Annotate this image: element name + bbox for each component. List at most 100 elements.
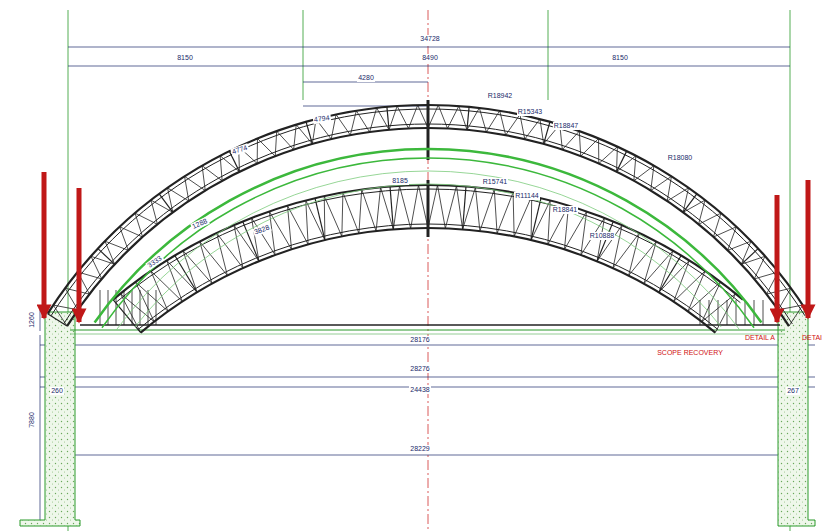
- truss-member: [257, 138, 258, 163]
- truss-member: [438, 185, 446, 228]
- chord-arc: [141, 228, 716, 333]
- truss-member: [343, 192, 359, 233]
- truss-member: [581, 138, 599, 156]
- truss-member: [370, 108, 377, 132]
- truss-member: [315, 198, 325, 240]
- truss-member: [479, 108, 486, 132]
- truss-member: [120, 227, 143, 237]
- truss-member: [778, 305, 803, 310]
- truss-member: [659, 260, 689, 292]
- truss-member: [651, 176, 672, 190]
- dimension-label: 28229: [409, 445, 430, 453]
- truss-member: [418, 105, 428, 128]
- truss-member: [362, 190, 376, 232]
- truss-member: [159, 194, 173, 212]
- dimension-label: 267: [786, 387, 800, 395]
- truss-member: [741, 249, 758, 265]
- truss-member: [629, 241, 657, 275]
- radius-label: R15343: [517, 108, 544, 116]
- truss-member: [598, 138, 599, 163]
- truss-member: [342, 192, 343, 236]
- truss-member: [389, 106, 397, 130]
- truss-member: [520, 114, 525, 139]
- truss-member: [306, 200, 308, 244]
- truss-member: [98, 249, 115, 265]
- truss-member: [778, 288, 791, 310]
- truss-member: [200, 241, 212, 283]
- detail-note: SCOPE RECOVERY: [656, 349, 724, 357]
- dimension-label: 8490: [421, 54, 439, 62]
- truss-member: [634, 166, 654, 181]
- truss-member: [324, 196, 326, 240]
- truss-member: [789, 305, 803, 326]
- truss-member: [634, 156, 636, 181]
- truss-member: [151, 271, 183, 302]
- truss-member: [467, 107, 469, 130]
- truss-member: [456, 186, 462, 230]
- chord-arc: [135, 184, 721, 327]
- truss-member: [525, 119, 540, 139]
- truss-member: [48, 314, 67, 326]
- truss-member: [667, 188, 688, 201]
- truss-member: [390, 186, 393, 229]
- truss-member: [397, 106, 408, 128]
- truss-member: [100, 290, 101, 325]
- dimension-label: 1260: [28, 311, 36, 329]
- truss-member: [763, 300, 764, 325]
- truss-member: [544, 122, 550, 144]
- truss-member: [220, 156, 222, 181]
- truss-member: [699, 200, 705, 224]
- dimension-label: 7880: [28, 411, 36, 429]
- radius-label: R18841: [552, 206, 579, 214]
- truss-member: [306, 122, 312, 144]
- truss-member: [486, 111, 499, 132]
- truss-member: [336, 114, 350, 135]
- truss-member: [185, 176, 189, 201]
- truss-member: [306, 200, 325, 240]
- dimension-label: 8150: [611, 54, 629, 62]
- radius-label: R18942: [487, 92, 514, 100]
- truss-member: [53, 305, 67, 326]
- truss-member: [132, 290, 133, 325]
- truss-member: [167, 188, 188, 201]
- radius-label: R18847: [553, 122, 580, 130]
- truss-member: [497, 192, 513, 233]
- truss-member: [463, 187, 476, 229]
- truss-member: [408, 105, 417, 128]
- truss-member: [616, 147, 618, 172]
- truss-member: [393, 186, 399, 230]
- chord-arc: [117, 171, 740, 330]
- truss-member: [459, 106, 467, 130]
- dimension-label: 24438: [409, 386, 430, 394]
- truss-member: [683, 194, 697, 212]
- truss-member: [531, 200, 550, 240]
- truss-member: [202, 166, 222, 181]
- truss-member: [324, 196, 342, 236]
- truss-member: [411, 185, 419, 228]
- truss-member: [667, 176, 671, 201]
- truss-member: [167, 260, 183, 301]
- truss-member: [445, 186, 456, 229]
- truss-member: [185, 176, 206, 190]
- truss-member: [613, 233, 639, 268]
- truss-member: [331, 114, 336, 139]
- dimension-label: 34728: [419, 35, 440, 43]
- truss-member: [674, 271, 706, 302]
- truss-member: [463, 186, 466, 229]
- chord-arc: [138, 224, 718, 330]
- truss-member: [500, 111, 506, 135]
- truss-member: [480, 190, 494, 232]
- truss-member: [387, 107, 389, 130]
- truss-member: [167, 260, 197, 292]
- chord-arc: [95, 149, 762, 323]
- radius-label: R10888: [589, 232, 616, 240]
- chord-arc: [102, 158, 754, 328]
- truss-member: [617, 151, 627, 172]
- truss-member: [148, 290, 149, 325]
- radius-label: R11144: [514, 192, 539, 200]
- truss-member: [506, 114, 520, 135]
- truss-member: [400, 186, 411, 229]
- truss-member: [741, 241, 751, 264]
- truss-member: [257, 138, 275, 156]
- truss-member: [562, 131, 579, 149]
